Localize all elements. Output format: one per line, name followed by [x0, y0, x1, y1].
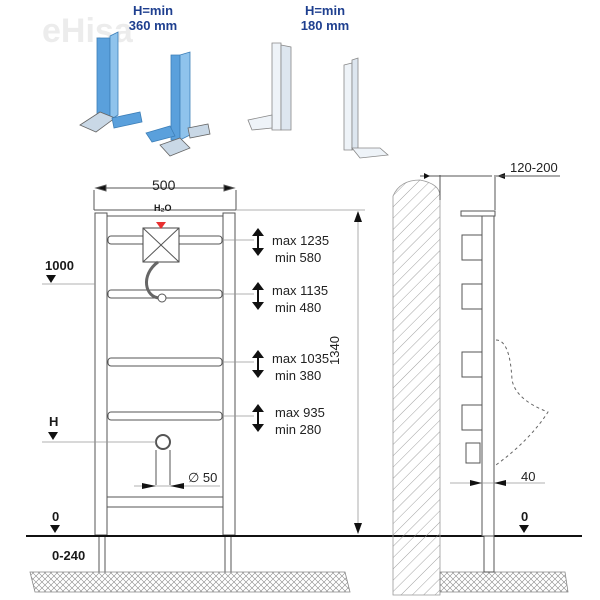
level-1000-label: 1000	[45, 258, 74, 273]
depth-dimension-label: 120-200	[510, 160, 558, 175]
height-dimension	[354, 211, 362, 534]
variant-short-line1: H=min	[304, 3, 346, 18]
front-floor-slab	[29, 571, 351, 593]
variant-short-label: H=min 180 mm	[285, 3, 365, 33]
pipe-diameter-label: ∅ 50	[188, 470, 218, 485]
range-4-max: max 935	[275, 405, 325, 420]
level-0-label: 0	[52, 509, 60, 524]
variant-long-line1: H=min	[132, 3, 174, 18]
side-level-0-label: 0	[521, 509, 529, 524]
width-dimension-label: 500	[152, 177, 176, 193]
bracket-long-variant	[79, 31, 211, 157]
foot-range-label: 0-240	[52, 548, 86, 563]
front-frame	[93, 184, 237, 572]
height-dimension-label: 1340	[327, 336, 342, 365]
level-markers	[46, 275, 529, 533]
range-1-min: min 580	[275, 250, 322, 265]
level-h-label: H	[49, 414, 59, 429]
frame-depth-label: 40	[521, 469, 536, 484]
variant-long-label: H=min 360 mm	[113, 3, 193, 33]
range-2-max: max 1135	[272, 283, 329, 298]
variant-long-line2: 360 mm	[128, 18, 178, 33]
range-4-min: min 280	[275, 422, 322, 437]
range-1-max: max 1235	[272, 233, 330, 248]
range-2-min: min 480	[275, 300, 322, 315]
adjust-arrows	[252, 228, 264, 432]
range-3-max: max 1035	[272, 351, 330, 366]
range-3-min: min 380	[275, 368, 322, 383]
water-inlet-marker	[156, 222, 166, 229]
wall-section	[392, 179, 441, 596]
variant-short-line2: 180 mm	[300, 18, 350, 33]
water-label: H₂O	[154, 203, 172, 213]
bracket-short-variant	[247, 42, 389, 159]
side-floor-slab	[439, 571, 569, 593]
side-frame	[420, 173, 560, 573]
